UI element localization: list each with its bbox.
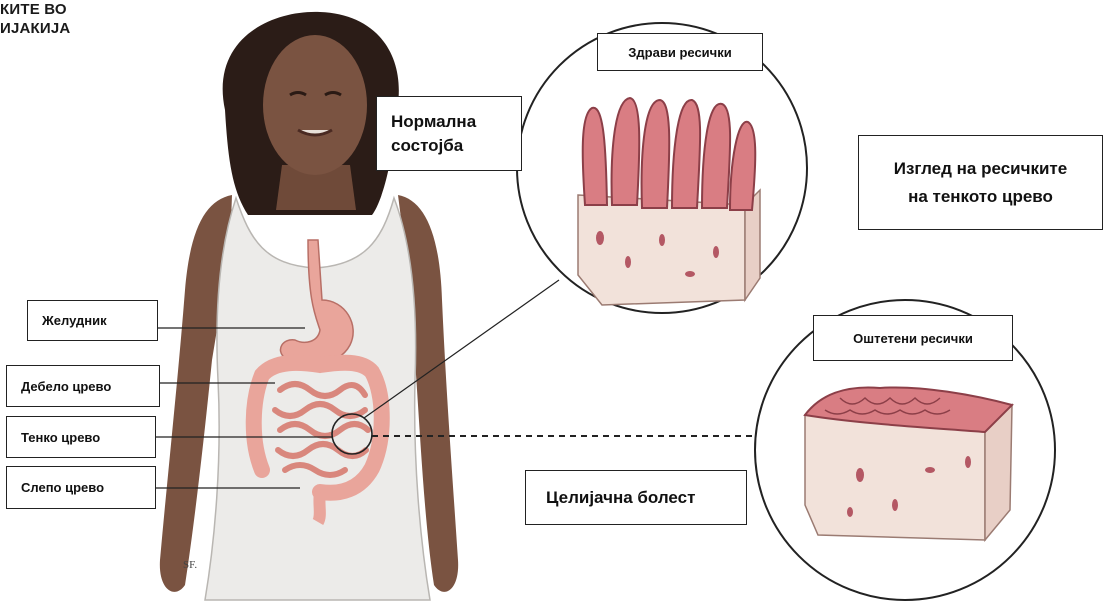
face: [263, 35, 367, 175]
label-healthy-villi: Здрави ресички: [597, 33, 763, 71]
label-stomach: Желудник: [27, 300, 158, 341]
label-caecum-text: Слепо црево: [21, 480, 104, 495]
artist-signature: SF.: [183, 559, 197, 571]
label-damaged-villi-text: Оштетени ресички: [853, 331, 973, 346]
label-celiac-disease-text: Целијачна болест: [546, 488, 695, 508]
damaged-villi-block: [805, 387, 1012, 540]
page-title: КИТЕ ВО ИЈАКИЈА: [0, 0, 120, 38]
label-damaged-villi: Оштетени ресички: [813, 315, 1013, 361]
label-villi-appearance: Изглед на ресичките на тенкото црево: [858, 135, 1103, 230]
label-caecum: Слепо црево: [6, 466, 156, 509]
label-colon: Дебело црево: [6, 365, 160, 407]
label-stomach-text: Желудник: [42, 313, 107, 328]
label-small-intestine: Тенко црево: [6, 416, 156, 458]
label-healthy-villi-text: Здрави ресички: [628, 45, 731, 60]
label-celiac-disease: Целијачна болест: [525, 470, 747, 525]
label-small-intestine-text: Тенко црево: [21, 430, 100, 445]
label-colon-text: Дебело црево: [21, 379, 111, 394]
rectum: [318, 492, 320, 522]
label-normal-state: Нормална состојба: [376, 96, 522, 171]
